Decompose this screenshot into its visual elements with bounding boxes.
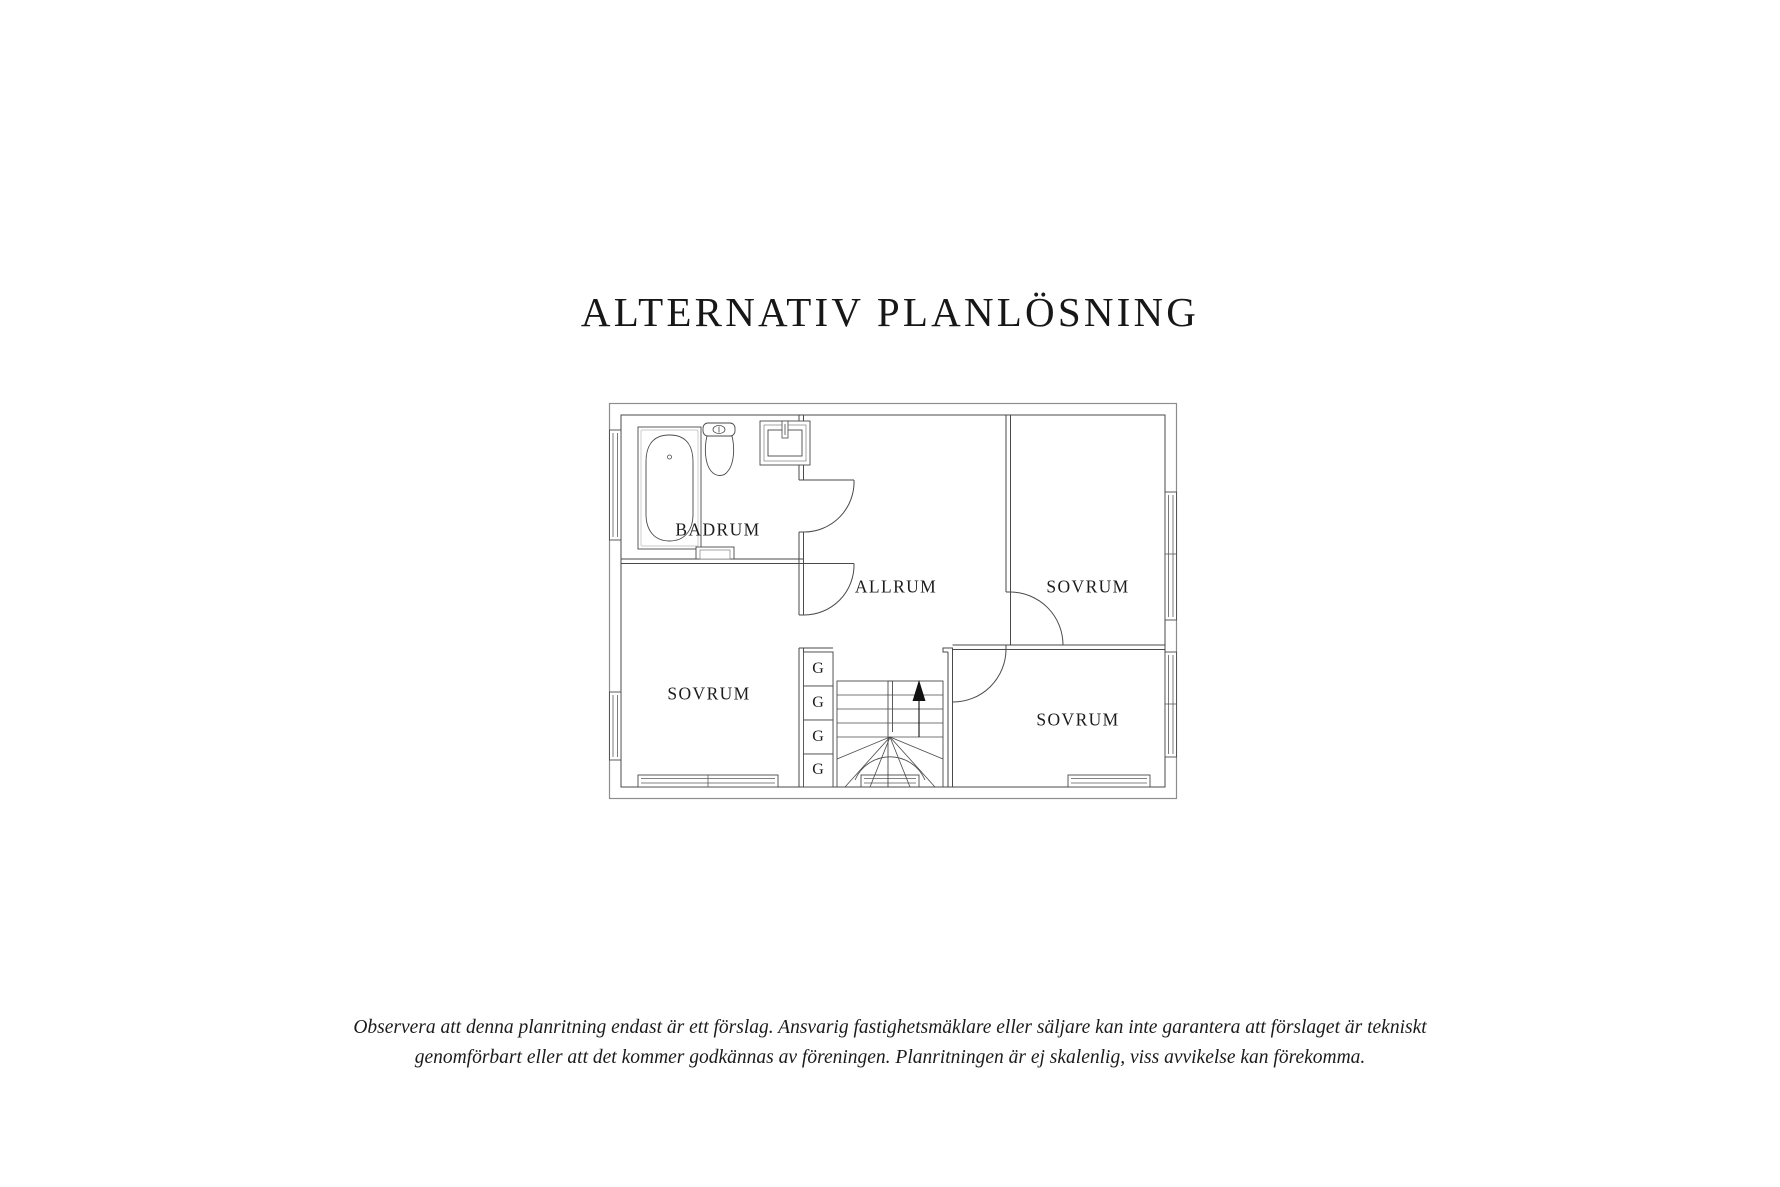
toilet-icon <box>702 422 736 476</box>
door-badrum <box>803 479 855 533</box>
closet-label-2: G <box>812 694 824 711</box>
window-bottom-center <box>860 774 920 788</box>
disclaimer-text: Observera att denna planritning endast ä… <box>300 1013 1480 1073</box>
floorplan-drawing <box>608 402 1178 800</box>
floorplan-container: BADRUM ALLRUM SOVRUM SOVRUM SOVRUM G G G… <box>608 402 1178 800</box>
closet-label-1: G <box>812 660 824 677</box>
window-right-lower <box>1164 651 1177 758</box>
closet-bank <box>803 651 834 788</box>
window-left-bath <box>609 429 622 541</box>
closet-label-4: G <box>812 761 824 778</box>
window-bottom-right <box>1067 774 1151 788</box>
door-sovrum-upper-right <box>1010 591 1064 646</box>
window-left-bedroom <box>609 691 622 761</box>
disclaimer-line-1: Observera att denna planritning endast ä… <box>353 1017 1427 1038</box>
closet-label-3: G <box>812 728 824 745</box>
bathtub-icon <box>637 426 702 550</box>
bathroom-cabinet-icon <box>695 546 735 560</box>
window-bottom-left <box>637 774 779 788</box>
sink-vanity-icon <box>759 420 811 466</box>
disclaimer-line-2: genomförbart eller att det kommer godkän… <box>414 1047 1366 1069</box>
staircase <box>836 680 944 788</box>
exterior-wall <box>608 402 1178 800</box>
door-sovrum-lower-right <box>952 649 1007 703</box>
window-right-upper <box>1164 491 1177 621</box>
page-title: ALTERNATIV PLANLÖSNING <box>580 289 1200 335</box>
door-sovrum-left <box>803 563 855 616</box>
